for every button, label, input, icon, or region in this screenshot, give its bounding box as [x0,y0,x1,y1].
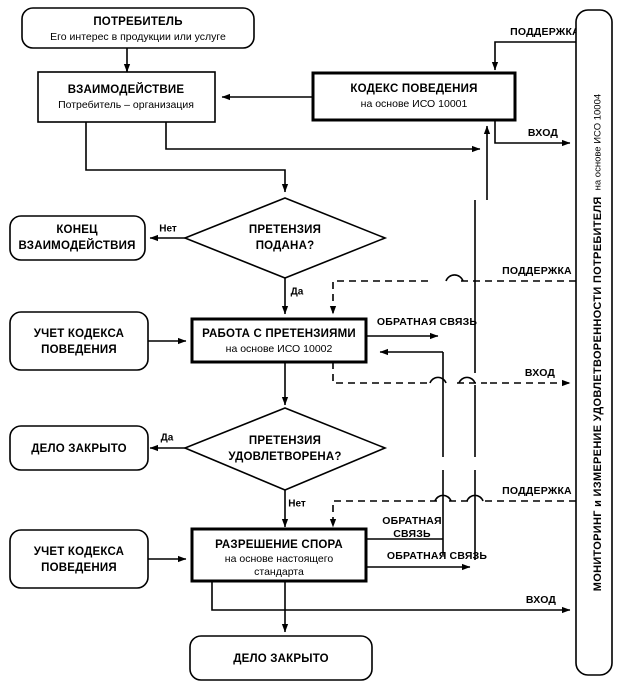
node-dispute-subtitle-2: стандарта [254,566,304,578]
node-consumer-title: ПОТРЕБИТЕЛЬ [93,16,182,28]
node-claims-work-subtitle: на основе ИСО 10002 [226,343,333,355]
edge-label-no-1: Нет [159,224,177,235]
edge-input-2: ВХОД [332,362,571,387]
node-case-closed-2-label: ДЕЛО ЗАКРЫТО [233,653,329,665]
node-interaction[interactable]: ВЗАИМОДЕЙСТВИЕ Потребитель – организация [37,71,216,123]
node-claims-work-title: РАБОТА С ПРЕТЕНЗИЯМИ [202,328,356,340]
node-account-code-1-line1: УЧЕТ КОДЕКСА [34,328,124,340]
edge-label-input-3: ВХОД [526,594,557,606]
node-code-of-conduct[interactable]: КОДЕКС ПОВЕДЕНИЯ на основе ИСО 10001 [311,71,517,122]
edge-input-1: ВХОД [494,120,571,147]
node-dispute-title: РАЗРЕШЕНИЕ СПОРА [215,539,343,551]
edge-yes-2: Да [149,433,185,452]
edge-input-3: ВХОД [211,581,571,614]
node-account-code-1-line2: ПОВЕДЕНИЯ [41,344,117,356]
edge-label-support-2: ПОДДЕРЖКА [502,265,572,277]
edge-label-support-3: ПОДДЕРЖКА [502,485,572,497]
edge-label-support-1: ПОДДЕРЖКА [510,26,580,38]
edge-label-yes-1: Да [291,287,304,298]
node-end-interaction-line2: ВЗАИМОДЕЙСТВИЯ [18,239,135,252]
node-consumer[interactable]: ПОТРЕБИТЕЛЬ Его интерес в продукции или … [21,7,255,49]
node-dispute-resolution[interactable]: РАЗРЕШЕНИЕ СПОРА на основе настоящего ст… [190,527,368,583]
node-monitoring-panel-sub: на основе ИСО 10004 [593,94,604,191]
node-account-code-2[interactable]: УЧЕТ КОДЕКСА ПОВЕДЕНИЯ [9,529,149,589]
node-end-interaction[interactable]: КОНЕЦ ВЗАИМОДЕЙСТВИЯ [9,215,146,261]
node-decision-satisfied-line1: ПРЕТЕНЗИЯ [249,435,321,447]
node-interaction-title: ВЗАИМОДЕЙСТВИЕ [68,83,185,96]
node-account-code-2-line1: УЧЕТ КОДЕКСА [34,546,124,558]
edge-no-1: Нет [149,224,185,242]
node-decision-claim-submitted[interactable]: ПРЕТЕНЗИЯ ПОДАНА? [182,197,388,279]
node-monitoring-panel-main: МОНИТОРИНГ и ИЗМЕРЕНИЕ УДОВЛЕТВОРЕННОСТИ… [592,196,604,591]
node-case-closed-1[interactable]: ДЕЛО ЗАКРЫТО [9,425,149,471]
edge-label-feedback-2-line2: СВЯЗЬ [393,528,431,540]
node-interaction-subtitle: Потребитель – организация [58,99,194,111]
edge-support-1: ПОДДЕРЖКА [491,26,580,71]
node-end-interaction-line1: КОНЕЦ [56,224,98,236]
edge-label-feedback-3: ОБРАТНАЯ СВЯЗЬ [387,550,488,562]
edge-label-feedback-1: ОБРАТНАЯ СВЯЗЬ [377,316,478,328]
edge-feedback-1: ОБРАТНАЯ СВЯЗЬ [366,316,478,340]
edge-feedback-2: ОБРАТНАЯ СВЯЗЬ [366,515,443,540]
node-consumer-subtitle: Его интерес в продукции или услуге [50,31,226,43]
node-code-title: КОДЕКС ПОВЕДЕНИЯ [350,83,477,95]
edge-support-2: ПОДДЕРЖКА [329,265,576,315]
node-decision-satisfied-line2: УДОВЛЕТВОРЕНА? [228,451,341,463]
edge-feedback-3: ОБРАТНАЯ СВЯЗЬ [366,550,488,571]
node-account-code-2-line2: ПОВЕДЕНИЯ [41,562,117,574]
node-code-subtitle: на основе ИСО 10001 [361,98,468,110]
node-monitoring-panel[interactable]: МОНИТОРИНГ и ИЗМЕРЕНИЕ УДОВЛЕТВОРЕННОСТИ… [575,9,613,676]
edge-support-3: ПОДДЕРЖКА [329,485,576,528]
node-case-closed-1-label: ДЕЛО ЗАКРЫТО [31,443,127,455]
edge-interaction-to-code [165,122,491,200]
node-decision-claim-line2: ПОДАНА? [256,240,315,252]
edge-interaction-to-decision-claim [85,122,289,193]
node-claims-work[interactable]: РАБОТА С ПРЕТЕНЗИЯМИ на основе ИСО 10002 [190,317,368,364]
node-account-code-1[interactable]: УЧЕТ КОДЕКСА ПОВЕДЕНИЯ [9,311,149,371]
node-case-closed-2[interactable]: ДЕЛО ЗАКРЫТО [189,635,373,681]
edge-label-feedback-2-line1: ОБРАТНАЯ [382,515,442,527]
edge-no-2: Нет [281,490,306,528]
node-decision-claim-satisfied[interactable]: ПРЕТЕНЗИЯ УДОВЛЕТВОРЕНА? [182,407,388,491]
node-dispute-subtitle-1: на основе настоящего [225,553,334,565]
edge-label-no-2: Нет [288,499,306,510]
edge-yes-1: Да [281,278,304,315]
edge-return-to-claims [379,348,444,395]
edge-label-input-2: ВХОД [525,367,556,379]
edge-label-yes-2: Да [161,433,174,444]
edge-label-input-1: ВХОД [528,127,559,139]
node-decision-claim-line1: ПРЕТЕНЗИЯ [249,224,321,236]
